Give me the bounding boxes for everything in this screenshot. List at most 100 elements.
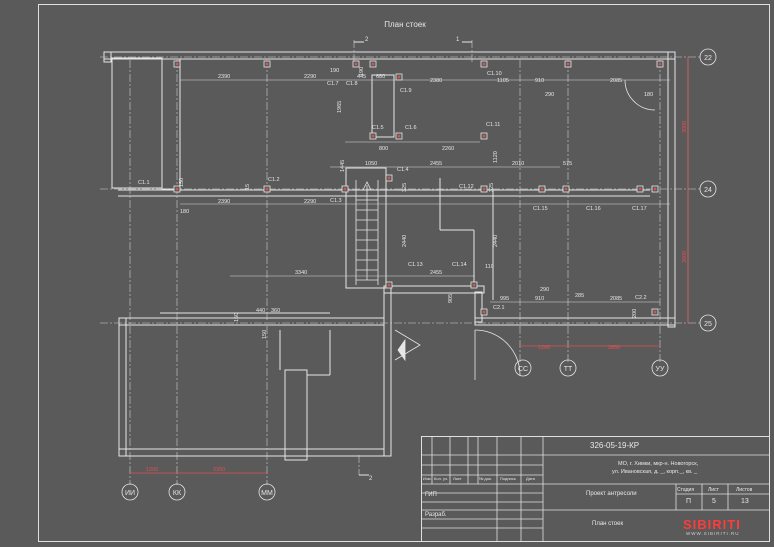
dim-text-vertical: 200 <box>632 309 638 318</box>
sheets-label: Листов <box>736 487 753 493</box>
dim-text: 2085 <box>610 296 622 302</box>
address-line1: МО, г. Химки, мкр-н. Новогорск, <box>618 461 699 467</box>
column-core <box>564 187 568 191</box>
section-marks: 2 1 2 <box>354 37 472 482</box>
dim-text-vertical: 325 <box>489 183 495 192</box>
red-dims-bottom: 1200 2350 1260 2850 <box>130 345 660 474</box>
column-label: С2.1 <box>493 305 505 311</box>
drawing-code: 326-05-19-КР <box>590 441 640 450</box>
column-core <box>371 134 375 138</box>
column-core <box>387 283 391 287</box>
dim-red: 1200 <box>146 467 158 473</box>
column-label: С2.2 <box>635 295 647 301</box>
dim-text: 2390 <box>218 199 230 205</box>
column-core <box>387 176 391 180</box>
column-label: С1.17 <box>632 206 647 212</box>
column-label: С1.7 <box>327 81 339 87</box>
dim-vertical-red: 3000 <box>682 121 688 133</box>
dim-text: 445 <box>357 74 366 80</box>
grid-lines <box>100 40 700 485</box>
dim-text: 910 <box>535 296 544 302</box>
column-core <box>175 62 179 66</box>
dim-text-vertical: 150 <box>179 178 185 187</box>
axis-bubbles: 22 24 25 ИИ КК ММ СС ТТ УУ <box>121 48 717 501</box>
logo: SIBIRITI <box>683 517 741 532</box>
dim-text: 2260 <box>442 146 454 152</box>
axis-label: КК <box>173 490 182 497</box>
dim-text-vertical: 150 <box>234 313 240 322</box>
column-core <box>658 62 662 66</box>
column-label: С1.16 <box>586 206 601 212</box>
column-label: С1.3 <box>330 198 342 204</box>
sheet-frame <box>38 4 770 542</box>
column-label: С1.4 <box>397 167 409 173</box>
stage-value: П <box>686 498 692 505</box>
axis-label: ИИ <box>125 490 135 497</box>
section-mark-1-top: 1 <box>456 37 460 43</box>
column-label: С1.1 <box>138 180 150 186</box>
column-core <box>540 187 544 191</box>
project-name: Проект антресоли <box>586 491 637 497</box>
column-core <box>482 134 486 138</box>
dim-text-vertical: 1965 <box>337 101 343 113</box>
column-core <box>265 62 269 66</box>
column-core <box>566 62 570 66</box>
column-core <box>343 187 347 191</box>
column-core <box>371 62 375 66</box>
axis-label: 22 <box>704 55 712 62</box>
column-label: С1.11 <box>486 122 500 128</box>
dim-text: 180 <box>644 92 653 98</box>
dim-text: 2455 <box>430 270 442 276</box>
column-label: С1.13 <box>408 262 423 268</box>
dim-text: 360 <box>271 308 280 314</box>
walls <box>103 51 676 461</box>
axis-label: СС <box>518 366 528 373</box>
dim-text: 2390 <box>218 74 230 80</box>
dim-text: 2290 <box>304 74 316 80</box>
header-kol: Кол. уч. <box>434 476 449 481</box>
column-core <box>472 283 476 287</box>
column-core <box>482 62 486 66</box>
dim-text-vertical: 2440 <box>402 235 408 247</box>
header-podpis: Подпись <box>500 476 516 481</box>
dim-red: 1260 <box>538 345 550 351</box>
dim-text-vertical: 1120 <box>493 151 499 163</box>
column-core <box>653 187 657 191</box>
header-data: Дата <box>526 476 535 481</box>
column-label: С1.10 <box>487 71 502 77</box>
column-label: С1.15 <box>533 206 548 212</box>
column-core <box>265 187 269 191</box>
doors <box>394 79 656 380</box>
dim-text: 180 <box>180 209 189 215</box>
header-ndoc: № док. <box>479 476 492 481</box>
sheet-value: 5 <box>712 498 716 505</box>
column-core <box>397 134 401 138</box>
axis-label: 25 <box>704 321 712 328</box>
dim-text: 800 <box>379 146 388 152</box>
axis-label: УУ <box>656 366 665 373</box>
dim-text: 1105 <box>497 78 509 84</box>
column-label: С1.2 <box>268 177 280 183</box>
section-mark-2-bottom: 2 <box>369 476 373 482</box>
column-core <box>354 62 358 66</box>
row-gip: ГИП <box>425 492 437 498</box>
column-label: С1.8 <box>346 81 358 87</box>
address-line2: ул. Ивановская, д. _, корп._, кв. _ <box>612 469 698 475</box>
dim-text: 440 <box>256 308 265 314</box>
dimension-texts: 2390 2290 445 680 2380 1105 910 2085 239… <box>179 67 653 339</box>
dim-text: 290 <box>545 92 554 98</box>
dim-text-vertical: 325 <box>402 183 408 192</box>
stair <box>355 180 379 285</box>
columns <box>173 60 664 316</box>
sheet-name: План стоек <box>592 521 624 527</box>
dim-text: 2290 <box>304 199 316 205</box>
section-mark-2-top: 2 <box>365 37 369 43</box>
column-label: С1.12 <box>459 184 474 190</box>
column-core <box>397 75 401 79</box>
sheets-value: 13 <box>741 498 749 505</box>
dim-red: 2850 <box>608 345 620 351</box>
dim-red: 2350 <box>213 467 225 473</box>
stage-label: Стадия <box>677 487 695 493</box>
dim-text: 190 <box>330 68 339 74</box>
